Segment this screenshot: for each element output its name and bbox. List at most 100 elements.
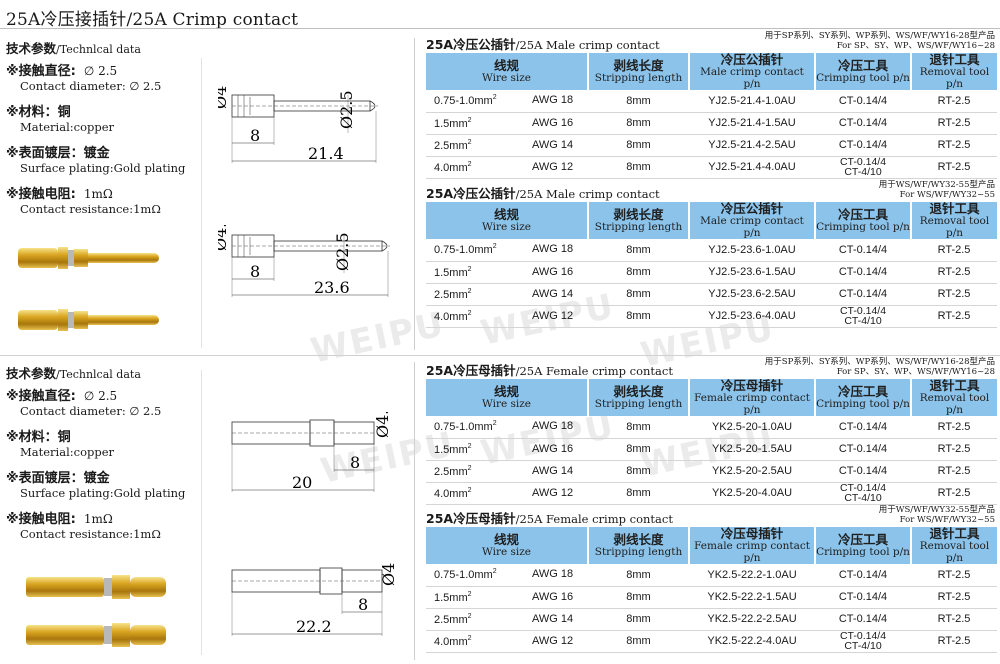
cell-stripping-length: 8mm — [588, 564, 689, 587]
cell-removal-tool: RT-2.5 — [911, 134, 997, 157]
cell-stripping-length: 8mm — [588, 305, 689, 328]
dim-pin-diameter: Ø2.5 — [333, 232, 352, 271]
male-pin-photo — [18, 247, 159, 269]
dim-head-diameter: Ø4.2 — [218, 85, 230, 109]
spec-material: ※材料：铜 — [6, 105, 71, 120]
cell-removal-tool: RT-2.5 — [911, 305, 997, 328]
spec-plating: ※表面镀层：镀金 — [6, 471, 110, 486]
spec-resistance-en: Contact resistance:1mΩ — [20, 202, 161, 216]
dim-total-length: 23.6 — [314, 278, 350, 297]
cell-part-number: YK2.5-20-4.0AU — [689, 482, 815, 505]
male-drawing-2: Ø4.2 Ø2.5 8 23.6 — [218, 225, 390, 297]
spec-material-en: Material:copper — [20, 120, 115, 134]
cell-stripping-length: 8mm — [588, 630, 689, 653]
cell-removal-tool: RT-2.5 — [911, 261, 997, 284]
dim-crimp-length: 8 — [358, 595, 368, 614]
cell-part-number: YK2.5-20-1.5AU — [689, 438, 815, 461]
dim-total-length: 20 — [292, 473, 312, 492]
cell-crimping-tool: CT-0.14/4 — [815, 261, 911, 284]
dim-head-diameter: Ø4.2 — [218, 225, 230, 251]
male-drawing-1: Ø4.2 Ø2.5 8 21.4 — [218, 85, 378, 163]
cell-stripping-length: 8mm — [588, 416, 689, 439]
cell-stripping-length: 8mm — [588, 261, 689, 284]
cell-removal-tool: RT-2.5 — [911, 438, 997, 461]
table-column-divider — [414, 38, 415, 350]
cell-part-number: YK2.5-22.2-1.0AU — [689, 564, 815, 587]
cell-crimping-tool: CT-0.14/4 — [815, 90, 911, 113]
cell-part-number: YJ2.5-21.4-1.5AU — [689, 112, 815, 135]
dim-total-length: 22.2 — [296, 617, 332, 636]
table-title: 25A冷压公插针/25A Male crimp contact — [426, 186, 660, 201]
spec-plating-en: Surface plating:Gold plating — [20, 486, 186, 500]
cell-part-number: YK2.5-22.2-2.5AU — [689, 608, 815, 631]
cell-part-number: YJ2.5-21.4-2.5AU — [689, 134, 815, 157]
cell-stripping-length: 8mm — [588, 460, 689, 483]
male-pin-photo — [18, 309, 159, 331]
section-divider — [0, 355, 1000, 356]
dim-crimp-length: 8 — [250, 126, 260, 145]
cell-removal-tool: RT-2.5 — [911, 482, 997, 505]
spec-material-en: Material:copper — [20, 445, 115, 459]
cell-crimping-tool: CT-0.14/4 — [815, 283, 911, 306]
table-column-divider — [414, 362, 415, 660]
cell-crimping-tool: CT-0.14/4 — [815, 460, 911, 483]
female-tech-data: 技术参数/Technlcal data ※接触直径:∅ 2.5 Contact … — [6, 363, 201, 546]
cell-stripping-length: 8mm — [588, 90, 689, 113]
cell-part-number: YK2.5-22.2-1.5AU — [689, 586, 815, 609]
dim-crimp-length: 8 — [250, 262, 260, 281]
cell-removal-tool: RT-2.5 — [911, 112, 997, 135]
spec-contact-diameter: ※接触直径:∅ 2.5 — [6, 389, 118, 404]
dim-total-length: 21.4 — [308, 144, 344, 163]
cell-crimping-tool: CT-0.14/4 — [815, 564, 911, 587]
cell-removal-tool: RT-2.5 — [911, 608, 997, 631]
cell-stripping-length: 8mm — [588, 112, 689, 135]
cell-crimping-tool: CT-0.14/4 — [815, 438, 911, 461]
cell-part-number: YJ2.5-21.4-4.0AU — [689, 156, 815, 179]
cell-removal-tool: RT-2.5 — [911, 283, 997, 306]
cell-part-number: YJ2.5-23.6-2.5AU — [689, 283, 815, 306]
